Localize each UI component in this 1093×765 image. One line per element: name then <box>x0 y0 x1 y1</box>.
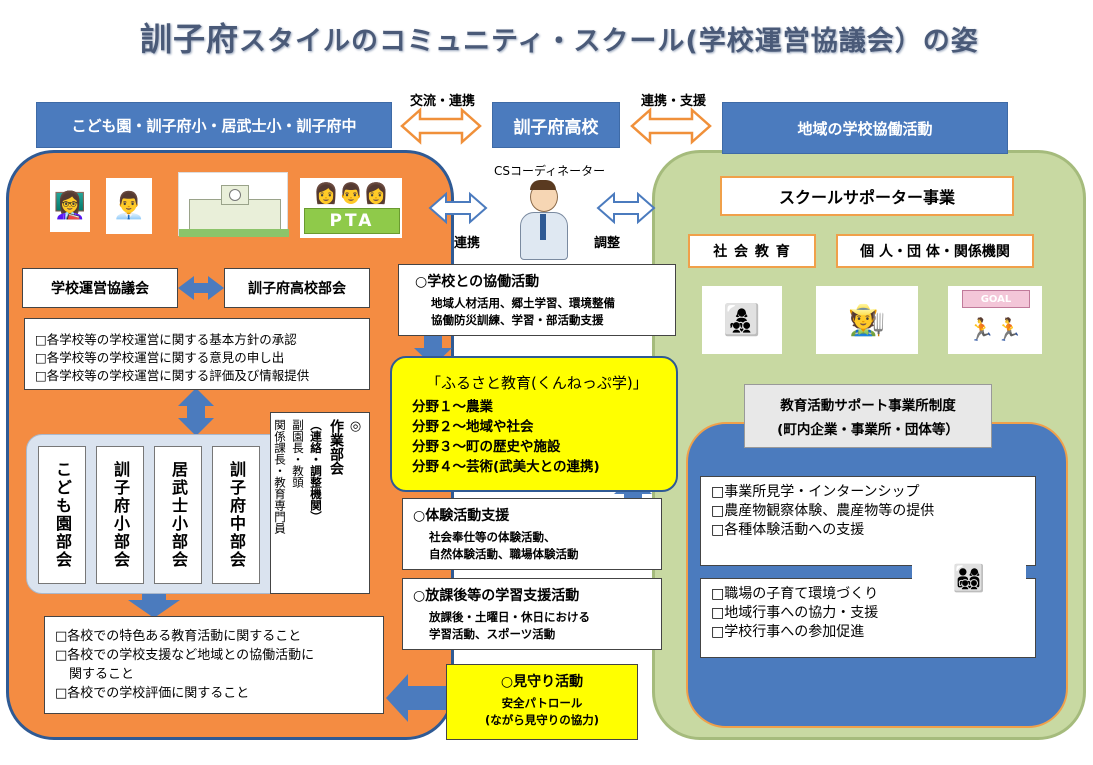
kunneppu-elementary-division: 訓子府小部会 <box>96 446 144 584</box>
coordinator-label: CSコーディネーター <box>494 164 606 178</box>
school-council-box: 学校運営協議会 <box>22 268 178 308</box>
coordinator-figure <box>514 180 572 260</box>
furusato-title: 「ふるさと教育(くんねっぷ学)」 <box>426 374 648 392</box>
watch-activity-title: ○見守り活動 <box>500 674 584 690</box>
after-school-support-title: ○放課後等の学習支援活動 <box>413 588 580 604</box>
lawn-strip <box>179 229 289 237</box>
working-group-note: （連絡・調整機関） <box>309 419 323 523</box>
after-school-support-line-2: 学習活動、スポーツ活動 <box>429 627 556 641</box>
support-system-subtitle: (町内企業・事業所・団体等） <box>777 422 959 438</box>
division-duty-item: 関すること <box>69 667 135 682</box>
experience-support-line-1: 社会奉仕等の体験活動、 <box>429 530 556 544</box>
support-list-1: □事業所見学・インターンシップ □農産物観察体験、農産物等の提供 □各種体験活動… <box>700 476 1036 566</box>
working-group-name: 作業部会 <box>328 419 344 475</box>
division-duty-item: □各校での学校支援など地域との協働活動に <box>55 648 315 663</box>
divisions-bottom-arrow <box>128 592 180 618</box>
school-collab-line-1: 地域人材活用、郷土学習、環境整備 <box>431 296 615 310</box>
school-supporter-box: スクールサポーター事業 <box>720 176 1014 216</box>
pta-parents-icon: 👩👨👩 <box>313 181 389 205</box>
support-list-item: □各種体験活動への支援 <box>711 522 865 538</box>
council-roles-box: □各学校等の学校運営に関する基本方針の承認 □各学校等の学校運営に関する意見の申… <box>24 318 370 390</box>
community-activity-bar: 地域の学校協働活動 <box>722 102 1008 154</box>
kodomoen-division-label: こども園部会 <box>53 461 72 569</box>
coordinator-right-arrow <box>596 191 656 225</box>
clock-icon <box>229 189 241 201</box>
school-collab-title: ○学校との協働活動 <box>415 274 540 290</box>
kodomoen-division: こども園部会 <box>38 446 86 584</box>
kunneppu-elementary-division-label: 訓子府小部会 <box>111 461 130 569</box>
council-role-item: □各学校等の学校運営に関する意見の申し出 <box>35 350 285 365</box>
division-duty-item: □各校での学校評価に関すること <box>55 686 250 701</box>
furusato-up-arrow <box>614 476 652 508</box>
goal-race-illustration: GOAL 🏃🏃 <box>948 286 1042 354</box>
furusato-item: 分野４～芸術(武美大との連携) <box>412 459 600 475</box>
farming-children-illustration: 🧑‍🌾 <box>816 286 918 354</box>
experience-support-box: ○体験活動支援 社会奉仕等の体験活動、 自然体験活動、職場体験活動 <box>402 498 662 570</box>
support-system-title: 教育活動サポート事業所制度 <box>780 398 956 414</box>
furusato-item: 分野３～町の歴史や施設 <box>412 439 561 455</box>
kunneppu-junior-high-division-label: 訓子府中部会 <box>227 461 246 569</box>
exchange-label: 交流・連携 <box>410 94 476 109</box>
reading-children-illustration: 👩‍👧‍👦 <box>702 286 782 354</box>
coordinator-tie <box>540 214 546 240</box>
council-role-item: □各学校等の学校運営に関する評価及び情報提供 <box>35 368 310 383</box>
coordinator-adjust-label: 調整 <box>594 236 621 251</box>
principal-illustration: 👨‍💼 <box>106 178 152 234</box>
kunneppu-junior-high-division: 訓子府中部会 <box>212 446 260 584</box>
watch-activity-line-2: (ながら見守りの協力) <box>484 713 599 727</box>
teacher-woman-illustration: 👩‍🏫 <box>50 180 90 232</box>
pta-sign: PTA <box>304 208 400 234</box>
support-arrow <box>630 107 712 145</box>
groups-pill: 個 人・団 体・関係機関 <box>836 234 1034 268</box>
coordinator-link-label: 連携 <box>454 236 481 251</box>
watch-activity-line-1: 安全パトロール <box>501 696 583 710</box>
support-list-item: □事業所見学・インターンシップ <box>711 484 920 500</box>
roles-divisions-arrow <box>178 388 214 436</box>
support-list-item: □地域行事への協力・支援 <box>711 605 879 621</box>
ibushi-elementary-division-label: 居武士小部会 <box>169 461 188 569</box>
high-school-division-box: 訓子府高校部会 <box>224 268 370 308</box>
support-list-item: □職場の子育て環境づくり <box>711 586 879 602</box>
exchange-arrow <box>400 107 482 145</box>
council-role-item: □各学校等の学校運営に関する基本方針の承認 <box>35 332 297 347</box>
pta-illustration: 👩👨👩 PTA <box>300 178 402 238</box>
running-children-icon: 🏃🏃 <box>967 317 1023 343</box>
division-duties-box: □各校での特色ある教育活動に関すること □各校での学校支援など地域との協働活動に… <box>44 616 384 714</box>
coordinator-left-arrow <box>428 191 488 225</box>
support-label: 連携・支援 <box>641 94 707 109</box>
watch-activity-box: ○見守り活動 安全パトロール (ながら見守りの協力) <box>446 664 638 740</box>
working-group-mark: ◎ <box>348 419 363 434</box>
working-group-members-1: 副園長・教頭 <box>291 419 305 488</box>
school-building-illustration <box>178 172 289 237</box>
coordinator-hair <box>530 180 556 190</box>
company-workers-illustration: 👨‍👩‍👧‍👦 <box>912 544 1026 614</box>
ibushi-elementary-division: 居武士小部会 <box>154 446 202 584</box>
social-education-pill: 社 会 教 育 <box>688 234 816 268</box>
after-school-support-box: ○放課後等の学習支援活動 放課後・土曜日・休日における 学習活動、スポーツ活動 <box>402 578 662 650</box>
council-link-arrow <box>178 276 224 300</box>
mimamori-left-arrow <box>386 674 450 722</box>
support-list-item: □学校行事への参加促進 <box>711 624 865 640</box>
division-duty-item: □各校での特色ある教育活動に関すること <box>55 629 302 644</box>
support-system-title-box: 教育活動サポート事業所制度 (町内企業・事業所・団体等） <box>744 384 992 448</box>
school-collab-box: ○学校との協働活動 地域人材活用、郷土学習、環境整備 協働防災訓練、学習・部活動… <box>398 264 676 336</box>
goal-sign: GOAL <box>962 290 1030 308</box>
page-title: 訓子府スタイルのコミュニティ・スクール(学校運営協議会）の姿 <box>140 20 979 58</box>
furusato-item: 分野１～農業 <box>412 399 493 415</box>
working-group-members-2: 関係課長・教育専門員 <box>273 419 287 534</box>
collab-down-arrow <box>414 336 452 366</box>
school-collab-line-2: 協働防災訓練、学習・部活動支援 <box>431 313 604 327</box>
working-group-box: ◎ 作業部会 （連絡・調整機関） 副園長・教頭 関係課長・教育専門員 <box>270 412 370 594</box>
schools-bar: こども園・訓子府小・居武士小・訓子府中 <box>36 102 392 148</box>
experience-support-title: ○体験活動支援 <box>413 508 510 524</box>
furusato-item: 分野２～地域や社会 <box>412 419 534 435</box>
after-school-support-line-1: 放課後・土曜日・休日における <box>429 610 590 624</box>
experience-support-line-2: 自然体験活動、職場体験活動 <box>429 547 579 561</box>
high-school-bar: 訓子府高校 <box>492 102 620 148</box>
furusato-education-box: 「ふるさと教育(くんねっぷ学)」 分野１～農業 分野２～地域や社会 分野３～町の… <box>390 356 678 492</box>
support-list-item: □農産物観察体験、農産物等の提供 <box>711 503 935 519</box>
